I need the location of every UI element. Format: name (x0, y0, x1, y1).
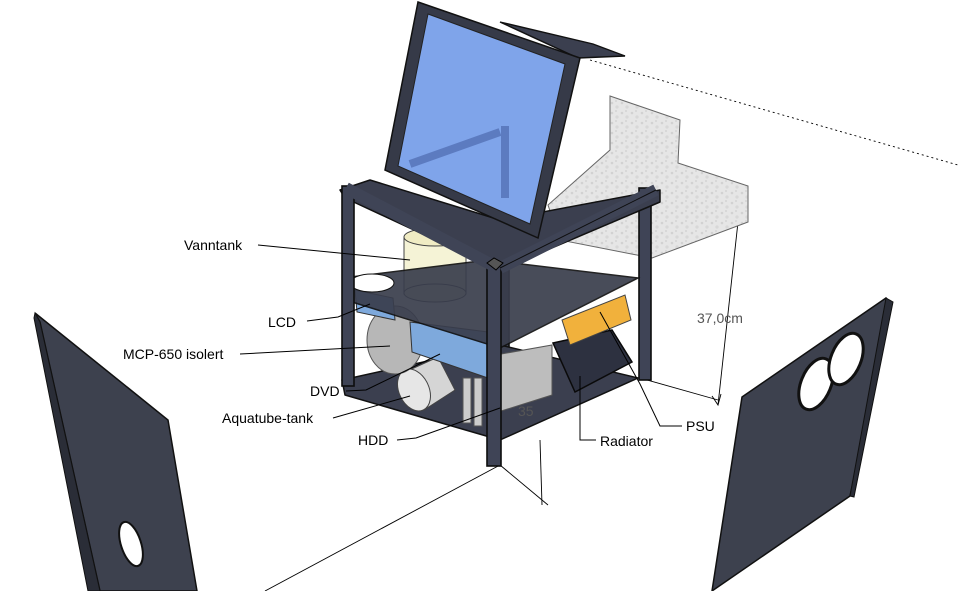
right-panel-edge (849, 297, 894, 498)
monitor (384, 1, 626, 240)
fan-hole-1 (797, 356, 835, 412)
hdd-leg-1 (462, 377, 472, 424)
dim-height-line (717, 221, 739, 406)
label-aquatube: Aquatube-tank (222, 410, 314, 426)
psu (561, 294, 632, 346)
label-vanntank: Vanntank (184, 237, 243, 253)
post-right (638, 187, 652, 381)
monitor-screen (397, 13, 566, 225)
top-shelf (339, 179, 661, 271)
label-hdd: HDD (358, 432, 388, 448)
right-side-panel (711, 297, 894, 591)
fan-hole-2 (827, 331, 865, 387)
label-mcp: MCP-650 isolert (123, 346, 223, 362)
dim-height: 37,0cm (697, 310, 743, 326)
aquatube-tank (397, 356, 456, 412)
shelf-cutout (349, 273, 395, 293)
dim-height-ext (639, 377, 719, 401)
guide-bottom-left (264, 464, 501, 591)
corner-cap (486, 257, 504, 271)
monitor-top-flap (499, 21, 626, 59)
top-beam-left (343, 182, 497, 272)
guide-depth (539, 439, 543, 506)
left-panel-hole (118, 520, 144, 568)
left-side-panel (33, 311, 198, 591)
label-radiator: Radiator (600, 433, 653, 449)
guide-lines (81, 59, 958, 591)
post-left (341, 185, 355, 387)
dim-arrow-icon (711, 393, 722, 407)
dim-depth-partial: 35 (518, 403, 534, 419)
left-panel-edge (33, 311, 101, 591)
leader-lines (239, 244, 682, 441)
label-lcd: LCD (268, 314, 296, 330)
hdd-leg-2 (473, 377, 483, 427)
label-psu: PSU (686, 418, 715, 434)
guide-bottom-right (499, 464, 549, 506)
post-front (486, 265, 502, 467)
guide-dotted-top (589, 59, 958, 166)
label-dvd: DVD (310, 383, 340, 399)
